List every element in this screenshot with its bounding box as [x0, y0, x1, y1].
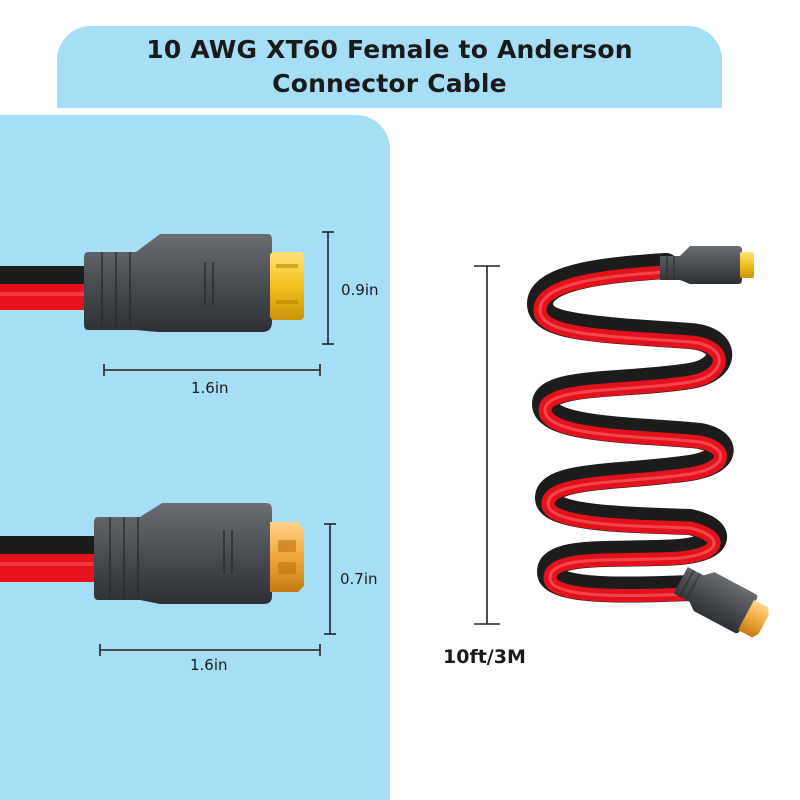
title-line-2: Connector Cable — [272, 69, 507, 98]
width-dimension-bottom — [99, 644, 321, 656]
xt60-boot — [94, 503, 272, 604]
title-line-1: 10 AWG XT60 Female to Anderson — [146, 35, 633, 64]
xt60-width-label: 1.6in — [190, 656, 228, 674]
xt60-height-label: 0.7in — [340, 570, 378, 588]
coil-xt60-connector — [673, 566, 769, 638]
coiled-cable — [527, 253, 734, 603]
width-dimension-top — [103, 364, 321, 376]
dimension-panel — [0, 115, 390, 800]
anderson-contact — [270, 252, 304, 320]
height-dimension-top — [322, 231, 334, 345]
anderson-boot — [84, 234, 272, 332]
anderson-height-label: 0.9in — [341, 281, 379, 299]
xt60-grip-ribs — [109, 517, 139, 600]
cable-length-label: 10ft/3M — [443, 646, 526, 668]
anderson-grip-ribs — [101, 252, 131, 330]
xt60-body-grooves — [223, 530, 233, 574]
anderson-connector — [0, 234, 304, 332]
anderson-body-grooves — [204, 262, 214, 305]
xt60-contact — [270, 522, 304, 592]
cable-stub-top — [0, 266, 92, 310]
height-dimension-bottom — [324, 523, 336, 635]
length-dimension — [474, 265, 500, 625]
xt60-connector — [0, 503, 304, 604]
anderson-width-label: 1.6in — [191, 379, 229, 397]
cable-stub-bottom — [0, 536, 98, 582]
title-banner: 10 AWG XT60 Female to Anderson Connector… — [57, 26, 722, 108]
coil-anderson-connector — [660, 246, 754, 284]
